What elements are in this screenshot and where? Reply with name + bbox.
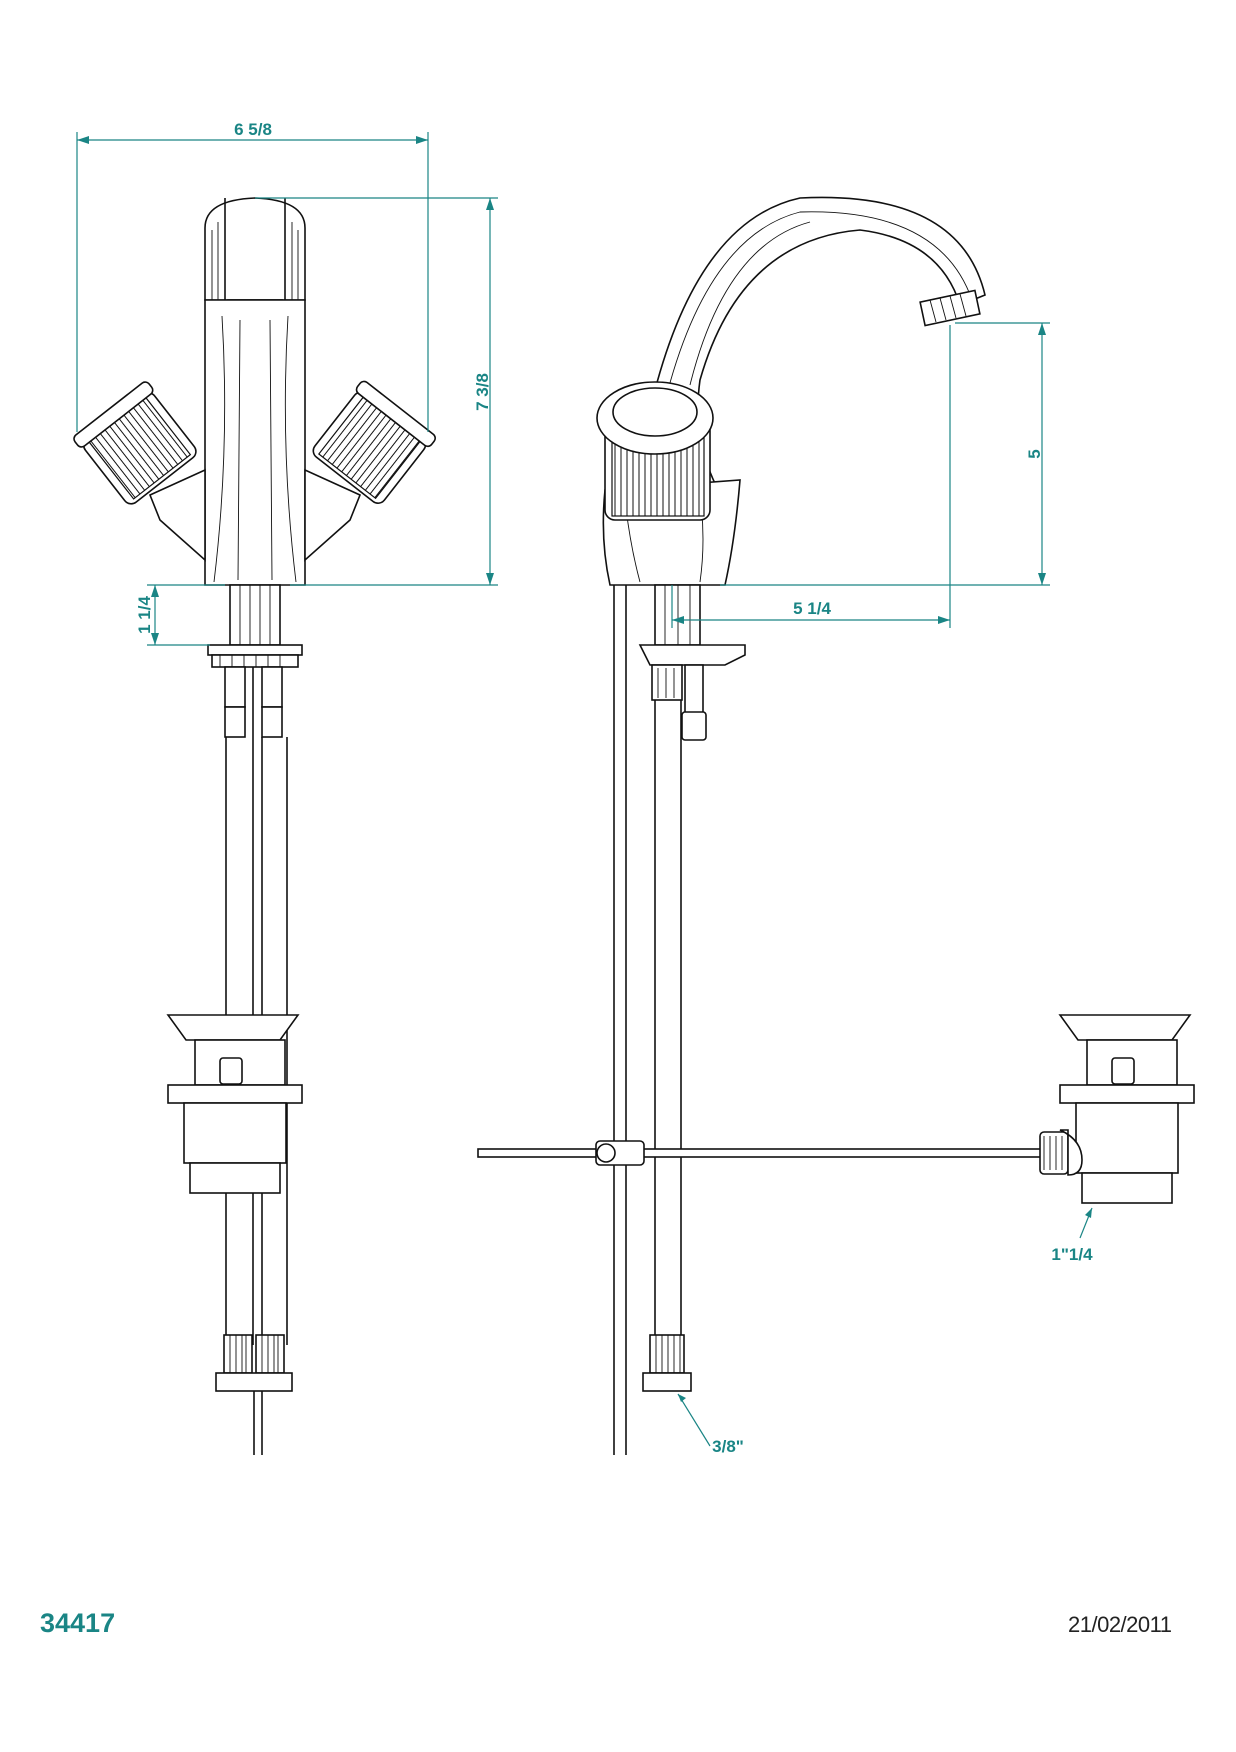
front-supply-tubes	[215, 666, 293, 1455]
front-view	[73, 197, 436, 1455]
product-code: 34417	[40, 1608, 116, 1638]
front-drain	[166, 1014, 303, 1194]
dim-supply-thread: 3/8"	[712, 1437, 744, 1456]
drawing-date: 21/02/2011	[1068, 1612, 1172, 1637]
dim-drain-thread: 1"1/4	[1051, 1245, 1093, 1264]
dim-spout-height: 5	[1025, 449, 1044, 458]
dim-spout-reach: 5 1/4	[793, 599, 831, 618]
side-handle	[596, 381, 714, 521]
side-dimensions	[671, 322, 1093, 1447]
front-spout-cap	[204, 197, 306, 315]
front-handle-right	[304, 380, 436, 562]
front-body	[204, 299, 306, 586]
front-handle-left	[73, 381, 206, 562]
front-dimensions	[76, 132, 498, 646]
dim-overall-height: 7 3/8	[473, 373, 492, 411]
side-view	[477, 196, 1195, 1455]
side-shank	[613, 584, 746, 1455]
front-shank	[207, 584, 303, 668]
dim-shank-height: 1 1/4	[135, 596, 154, 634]
side-drain	[1058, 1014, 1195, 1204]
dim-overall-width: 6 5/8	[234, 120, 272, 139]
side-popup-rod	[477, 1131, 1069, 1175]
